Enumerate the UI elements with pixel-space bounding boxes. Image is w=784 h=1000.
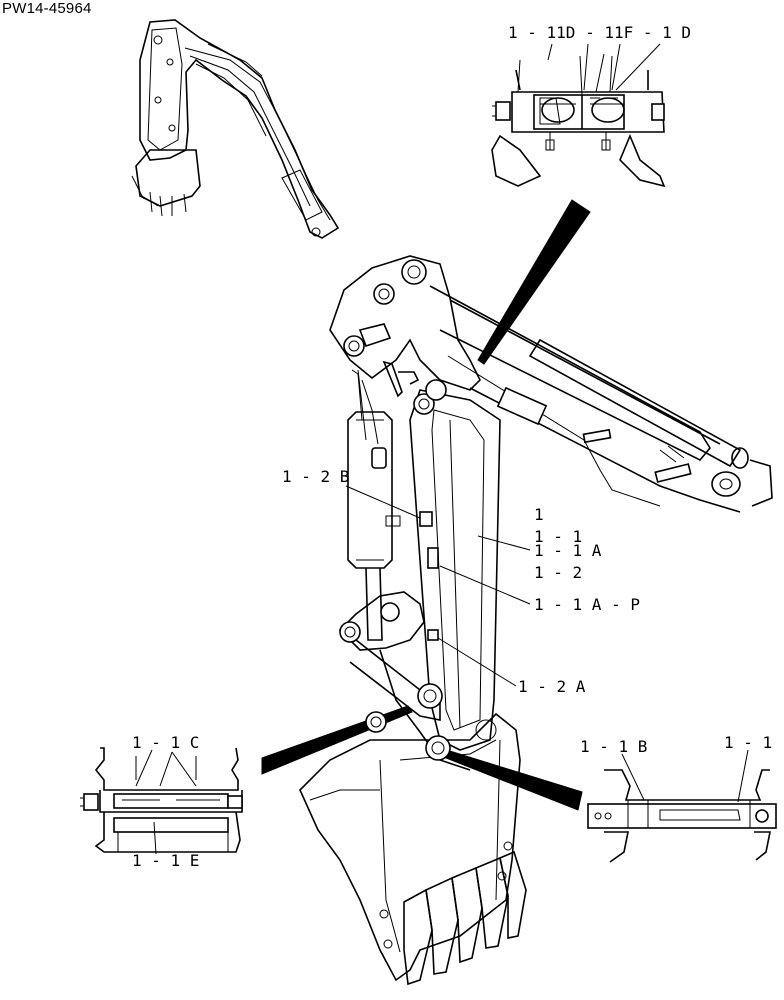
top-detail-view: 1 - 11D - 11F - 1 D: [491, 23, 691, 188]
right-detail-callout-right: 1 - 1: [724, 733, 772, 752]
callout-1-2: 1 - 2: [534, 563, 582, 582]
callout-1-1: 1 - 1: [534, 527, 582, 546]
left-detail-callout-top: 1 - 1 C: [132, 733, 199, 752]
right-pointer-wedge: [435, 747, 583, 811]
top-pointer-wedge: [477, 199, 591, 365]
left-detail-view: 1 - 1 C 1 - 1 E: [80, 733, 243, 870]
right-detail-callout-left: 1 - 1 B: [580, 737, 647, 756]
callout-1-2A: 1 - 2 A: [518, 677, 586, 696]
callout-1: 1: [534, 505, 544, 524]
top-detail-callout: 1 - 11D - 11F - 1 D: [508, 23, 691, 42]
arm-assembly: [299, 255, 773, 986]
left-detail-callout-bottom: 1 - 1 E: [132, 851, 199, 870]
callout-labels: 1 - 2 B 1 1 - 1 1 - 1 A 1 - 2 1 - 1 A - …: [282, 467, 640, 696]
callout-1-2B: 1 - 2 B: [282, 467, 349, 486]
callout-1-1AP: 1 - 1 A - P: [534, 595, 640, 614]
right-detail-view: 1 - 1 B 1 - 1: [580, 733, 777, 863]
drawing-id: PW14-45964: [2, 0, 92, 17]
excavator-overview: [131, 19, 340, 239]
callout-1-1A: 1 - 1 A: [534, 541, 602, 560]
